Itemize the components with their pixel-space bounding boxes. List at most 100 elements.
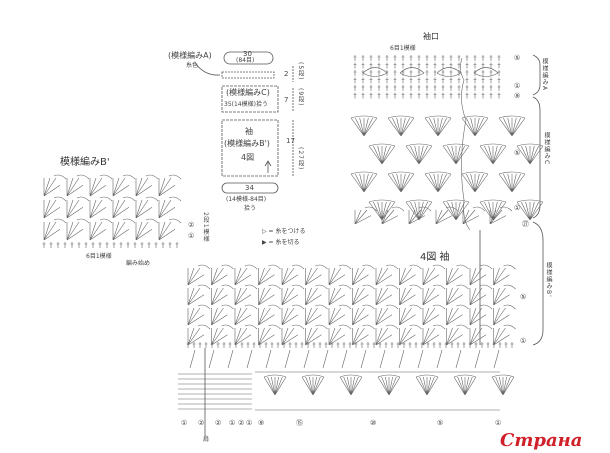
shell-fan bbox=[424, 115, 452, 137]
single-crochet-row bbox=[353, 92, 501, 99]
sleeve-marker: ① bbox=[520, 337, 527, 345]
c-pickup: 35(14模様)拾う bbox=[224, 101, 268, 108]
guide-line bbox=[303, 349, 310, 369]
single-crochet-row bbox=[353, 55, 501, 61]
stitch-fan bbox=[43, 218, 67, 241]
shell-fan bbox=[479, 199, 507, 221]
shell-fan bbox=[350, 115, 378, 137]
stitch-fan bbox=[305, 264, 328, 286]
band-c bbox=[221, 85, 279, 113]
single-crochet-row bbox=[353, 77, 501, 84]
bottom-pickup: 拾う bbox=[244, 205, 257, 212]
bottom-marker: ⑤ bbox=[437, 419, 444, 427]
bottom-marker: ⑮ bbox=[296, 419, 303, 427]
band-a bbox=[221, 71, 275, 79]
stitch-fan bbox=[305, 284, 328, 306]
stitch-fan bbox=[493, 324, 516, 346]
chart-b-repeat-rows: 2段1模様 bbox=[202, 212, 209, 243]
shell-fan bbox=[405, 143, 433, 165]
shell-fan bbox=[405, 199, 433, 221]
shell-fan bbox=[387, 115, 415, 137]
bottom-stitches: (14模様-84目) bbox=[226, 196, 267, 203]
yarn-path bbox=[460, 57, 471, 231]
bottom-marker: ⑨ bbox=[258, 419, 265, 427]
cuff-marker: ① bbox=[514, 204, 521, 212]
stitch-fan bbox=[493, 304, 516, 326]
brace-b bbox=[532, 221, 544, 346]
cuff-title: 袖口 bbox=[423, 32, 439, 41]
stitch-fan bbox=[281, 324, 305, 346]
stitch-fan bbox=[281, 284, 305, 306]
sleeve-marker: ⑤ bbox=[520, 293, 527, 301]
sleeve-title: 4図 袖 bbox=[420, 252, 450, 263]
stitch-fan bbox=[89, 218, 113, 241]
stitch-fan bbox=[66, 174, 90, 197]
shell-fan bbox=[350, 171, 378, 193]
shell-fan bbox=[461, 115, 489, 137]
stitch-fan bbox=[408, 206, 432, 225]
stitch-fan bbox=[328, 324, 352, 346]
side-label-a: 模様編みA bbox=[541, 58, 548, 92]
foundation-row bbox=[186, 342, 514, 348]
sleeve-body bbox=[221, 119, 279, 177]
stitch-fan bbox=[399, 324, 422, 346]
stitch-fan bbox=[135, 218, 159, 241]
stitch-fan bbox=[66, 196, 90, 219]
brace-c bbox=[532, 96, 541, 219]
stitch-fan bbox=[211, 304, 234, 326]
stitch-fan bbox=[469, 284, 493, 306]
bottom-marker: ① bbox=[181, 419, 188, 427]
side-label-c: 模様編みC bbox=[543, 132, 550, 166]
body-rows: (27段) bbox=[297, 147, 304, 171]
stitch-fan bbox=[112, 196, 136, 219]
stitch-fan bbox=[135, 196, 159, 219]
side-label-b: 模様編みB' bbox=[545, 262, 552, 298]
shell-fan bbox=[498, 171, 526, 193]
body-pattern: (模様編みB') bbox=[224, 139, 270, 148]
guide-line bbox=[322, 349, 329, 369]
body-figure: 4図 bbox=[241, 153, 255, 162]
shell-fan bbox=[491, 374, 515, 396]
bottom-width-bracket bbox=[221, 182, 279, 194]
bottom-marker: ① bbox=[495, 419, 502, 427]
stitch-fan bbox=[211, 284, 234, 306]
stitch-fan bbox=[112, 174, 136, 197]
brace-a bbox=[532, 54, 541, 96]
legend-attach: ▷ = 糸をつける bbox=[262, 228, 306, 235]
single-crochet-row bbox=[353, 62, 501, 69]
guide-line bbox=[379, 349, 386, 369]
stitch-fan bbox=[158, 196, 182, 219]
stitch-fan bbox=[258, 324, 281, 346]
stitch-fan bbox=[422, 284, 446, 306]
stitch-fan bbox=[258, 284, 281, 306]
shell-fan bbox=[479, 143, 507, 165]
shoulder-label: 肩 bbox=[203, 436, 210, 443]
stitch-fan bbox=[305, 324, 328, 346]
stitch-fan bbox=[399, 264, 422, 286]
stitch-fan bbox=[187, 304, 211, 326]
stitch-fan bbox=[234, 264, 258, 286]
stitch-fan bbox=[381, 206, 405, 225]
guide-line bbox=[208, 349, 215, 369]
leaf-motif bbox=[399, 67, 425, 77]
stitch-fan bbox=[469, 304, 493, 326]
stitch-fan bbox=[375, 284, 399, 306]
direction-arrow bbox=[264, 160, 272, 173]
shell-fan bbox=[461, 171, 489, 193]
stitch-fan bbox=[328, 264, 352, 286]
stitch-fan bbox=[66, 218, 90, 241]
stitch-fan bbox=[493, 264, 516, 286]
stitch-fan bbox=[352, 264, 375, 286]
guide-line bbox=[341, 349, 348, 369]
label-a-leader bbox=[195, 63, 221, 76]
stitch-fan bbox=[446, 324, 469, 346]
watermark-logo: Страна Мам bbox=[500, 430, 583, 453]
stitch-fan bbox=[43, 174, 67, 197]
shell-fan bbox=[516, 199, 544, 221]
label-pattern-a: (模様編みA) bbox=[168, 51, 212, 60]
stitch-fan bbox=[352, 324, 375, 346]
guide-line bbox=[398, 349, 405, 369]
shell-fan bbox=[263, 374, 287, 396]
chart-b-row2: ② bbox=[188, 221, 195, 229]
